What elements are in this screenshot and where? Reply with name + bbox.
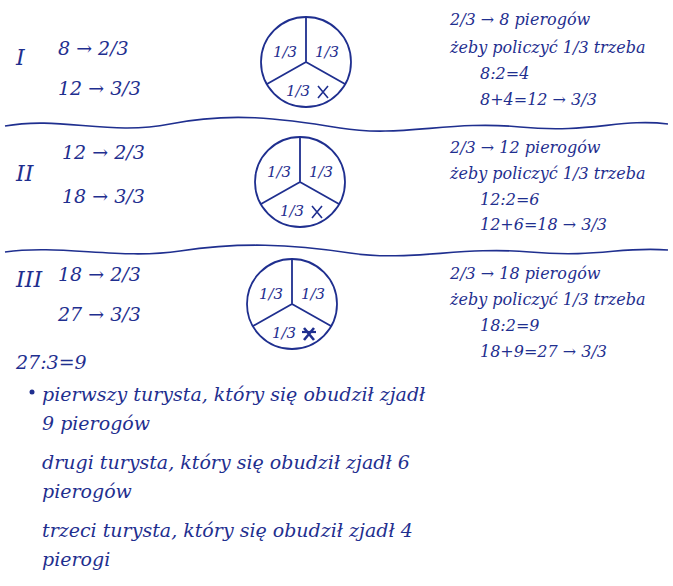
calculation: 18+9=27 → 3/3 [480, 342, 607, 363]
fraction-label: 1/3 [315, 45, 339, 60]
note: 2/3 → 12 pierogów [450, 138, 600, 159]
calculation: 18:2=9 [480, 316, 540, 337]
answer-sentence: drugi turysta, który się obudził zjadł 6… [42, 448, 442, 507]
proportion: 18 → 2/3 [58, 262, 141, 287]
note: żeby policzyć 1/3 trzeba [450, 290, 645, 311]
circle-outline [247, 259, 337, 349]
proportion: 12 → 3/3 [58, 76, 141, 101]
proportion: 12 → 2/3 [62, 140, 145, 165]
section-number: III [16, 266, 42, 295]
calculation: 12+6=18 → 3/3 [480, 215, 607, 236]
circle-outline [255, 137, 345, 227]
note: 2/3 → 8 pierogów [450, 10, 590, 31]
sector-line [261, 137, 339, 204]
fraction-label: 1/3 [267, 165, 291, 180]
bullet-dot [30, 390, 35, 395]
answer-sentence: trzeci turysta, który się obudził zjadł … [42, 516, 442, 575]
fraction-circle: 1/3 1/3 1/3 [244, 256, 340, 352]
note: żeby policzyć 1/3 trzeba [450, 38, 645, 59]
fraction-label: 1/3 [286, 84, 310, 99]
answer-sentence: pierwszy turysta, który się obudził zjad… [42, 380, 442, 439]
cross-mark [312, 206, 322, 218]
section-number: II [16, 160, 33, 189]
sector-line [267, 17, 345, 84]
calculation: 8:2=4 [480, 64, 529, 85]
calculation: 8+4=12 → 3/3 [480, 90, 597, 111]
calculation: 12:2=6 [480, 190, 540, 211]
wavy-separator [5, 117, 668, 131]
sector-line [253, 259, 331, 326]
note: żeby policzyć 1/3 trzeba [450, 164, 645, 185]
fraction-circle: 1/3 1/3 1/3 [258, 14, 354, 110]
fraction-label: 1/3 [272, 326, 296, 341]
section-number: I [16, 44, 25, 73]
proportion: 18 → 3/3 [62, 184, 145, 209]
note: 2/3 → 18 pierogów [450, 264, 600, 285]
cross-mark [318, 86, 328, 98]
fraction-circle: 1/3 1/3 1/3 [252, 134, 348, 230]
calculation: 27:3=9 [16, 350, 87, 375]
proportion: 8 → 2/3 [58, 36, 129, 61]
cross-mark [302, 331, 316, 333]
fraction-label: 1/3 [309, 165, 333, 180]
fraction-label: 1/3 [273, 45, 297, 60]
fraction-label: 1/3 [301, 287, 325, 302]
fraction-label: 1/3 [280, 204, 304, 219]
cross-mark [304, 328, 314, 340]
proportion: 27 → 3/3 [58, 302, 141, 327]
fraction-label: 1/3 [259, 287, 283, 302]
wavy-separator [5, 245, 668, 256]
circle-outline [261, 17, 351, 107]
